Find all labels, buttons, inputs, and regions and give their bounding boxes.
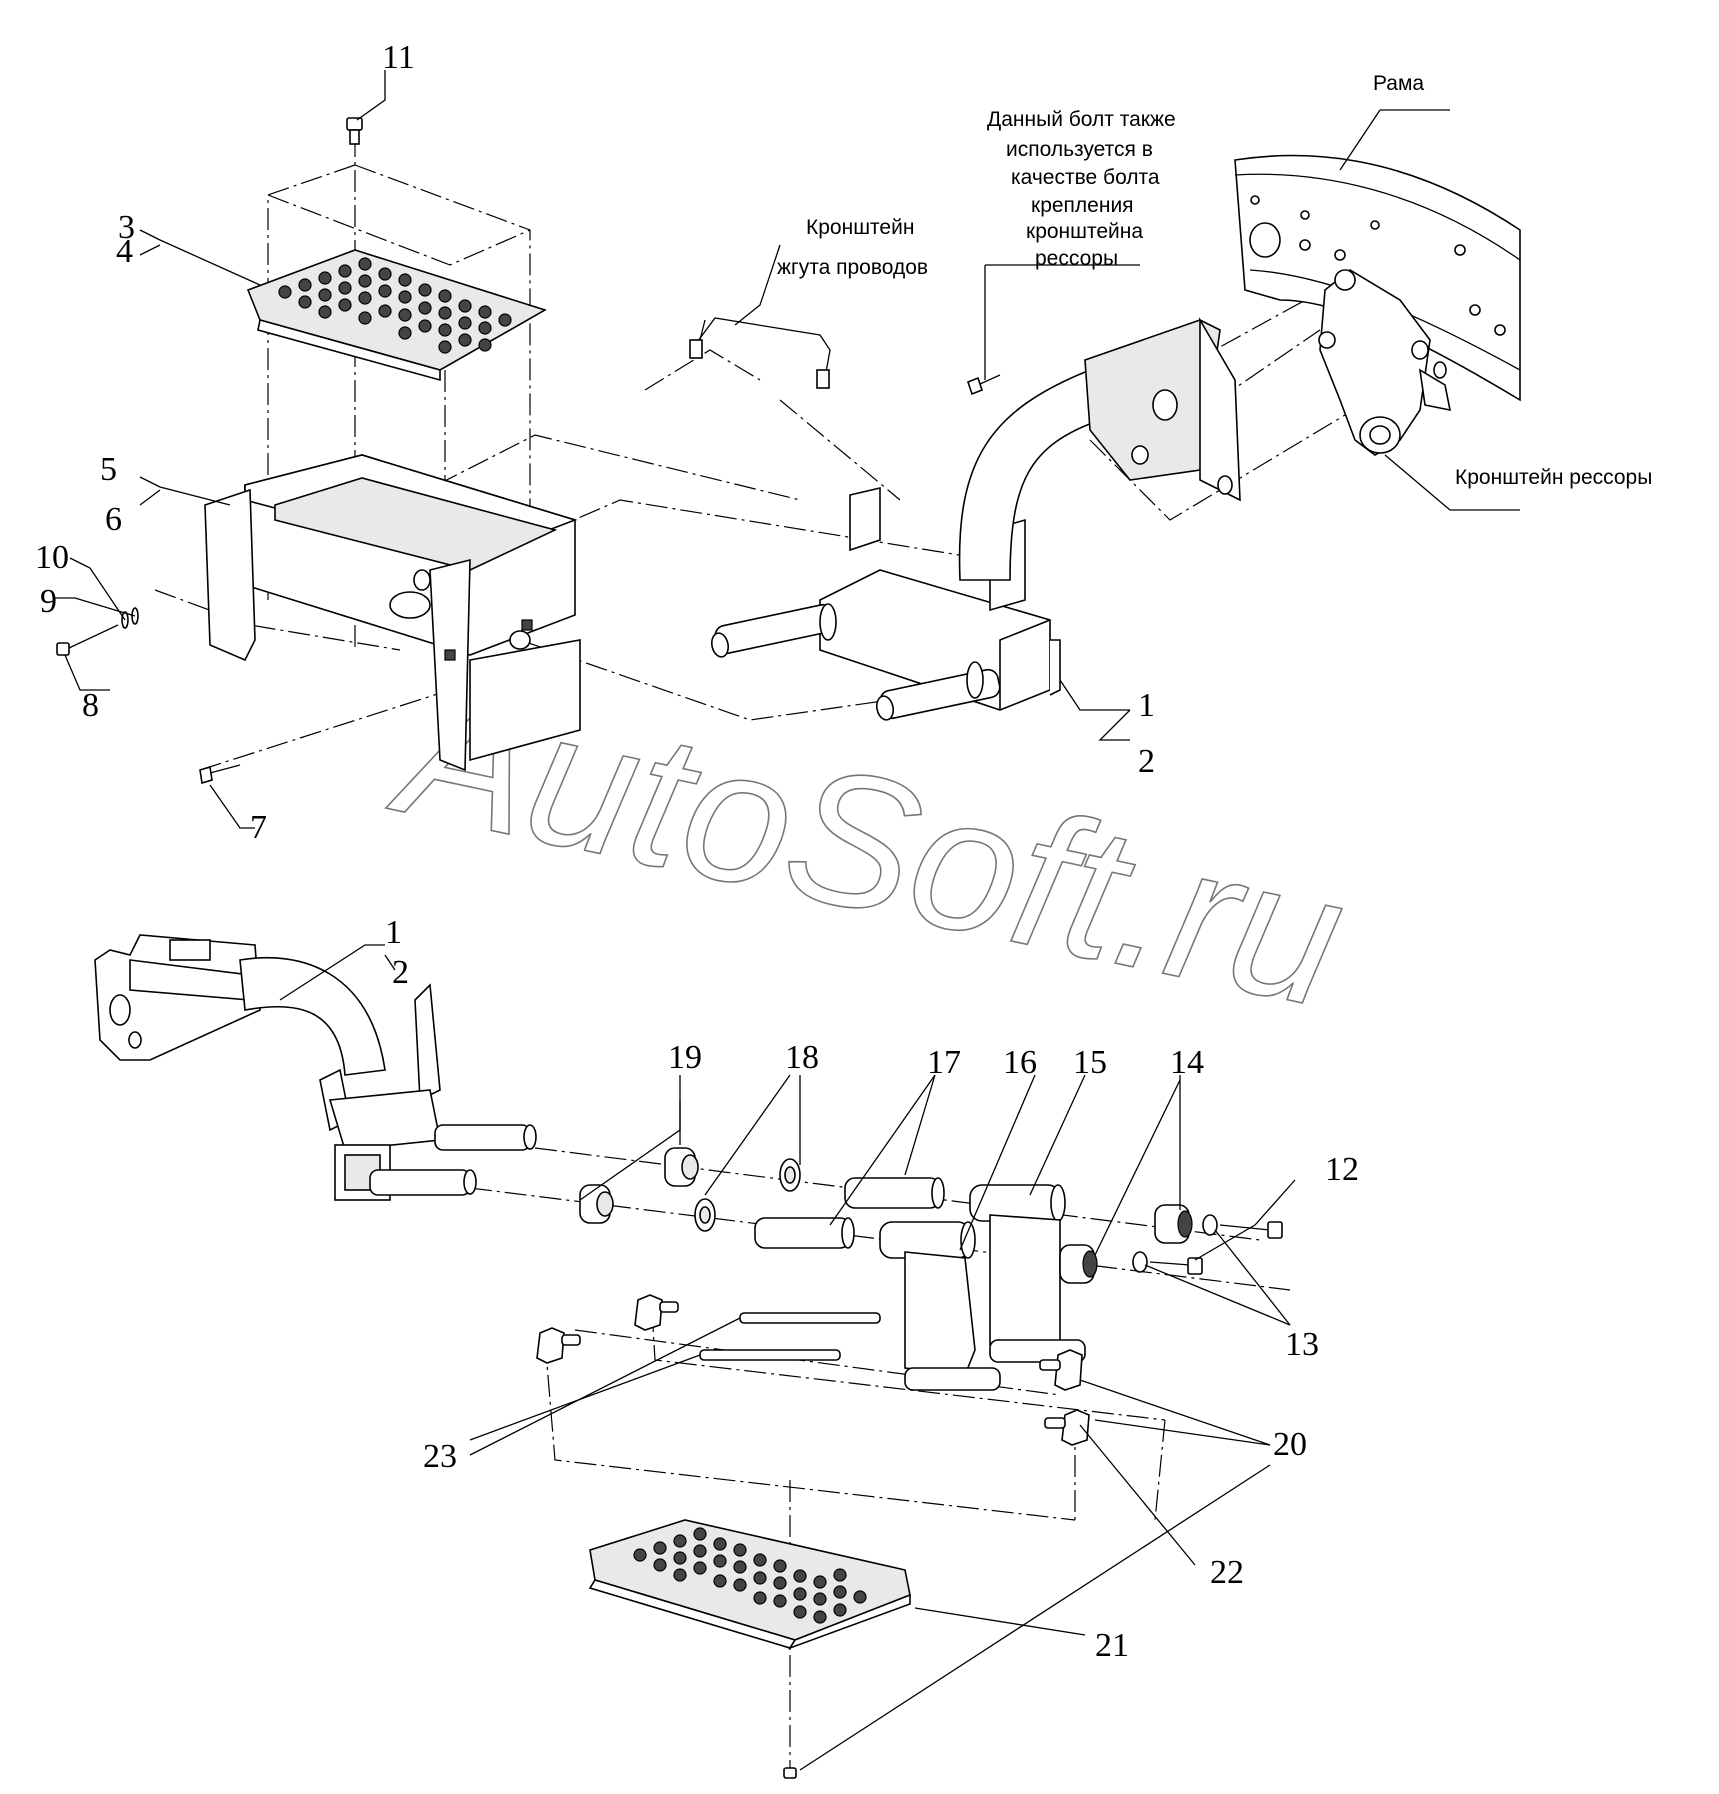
callout-10: 10: [35, 539, 69, 576]
spring-bracket: [1318, 269, 1452, 456]
callout-16: 16: [1003, 1044, 1037, 1081]
callout-2-upper: 2: [1138, 743, 1155, 780]
bolt-note-line-3: качестве болта: [1011, 166, 1160, 189]
lower-assembly: [94, 934, 1296, 1779]
callout-6: 6: [105, 501, 122, 538]
bolt-note-line-4: крепления: [1031, 194, 1134, 217]
callout-23: 23: [423, 1438, 457, 1475]
bolt-8-washers-9-10: [56, 607, 139, 656]
upper-leader-lines: [55, 70, 1520, 829]
callout-8: 8: [82, 687, 99, 724]
rubber-bushing-14: [1059, 1204, 1193, 1284]
callout-7: 7: [250, 809, 267, 846]
callout-17: 17: [927, 1044, 961, 1081]
frame-label: Рама: [1373, 72, 1424, 95]
callout-20: 20: [1273, 1426, 1307, 1463]
spring-bracket-bolt: [967, 374, 1001, 396]
callout-19: 19: [668, 1039, 702, 1076]
bolt-note-line-2: используется в: [1006, 138, 1153, 161]
bolt-note-line-5: кронштейна: [1026, 220, 1143, 243]
arm-16: [879, 1221, 1001, 1391]
callout-11: 11: [382, 39, 415, 76]
step-box: [204, 454, 581, 772]
callout-2-lower: 2: [392, 954, 409, 991]
text-notes: Рама Данный болт также используется в ка…: [777, 72, 1652, 489]
callout-1-lower: 1: [385, 914, 402, 951]
pin-23: [699, 1312, 881, 1361]
washer-13: [1132, 1214, 1218, 1273]
harness-bracket-label-line-1: Кронштейн: [806, 216, 914, 239]
spring-bracket-label: Кронштейн рессоры: [1455, 466, 1652, 489]
bolt-note-line-1: Данный болт также: [987, 108, 1176, 131]
bolt-12: [1149, 1221, 1283, 1275]
callout-14: 14: [1170, 1044, 1204, 1081]
frame-rail: [1234, 154, 1521, 402]
callout-5: 5: [100, 451, 117, 488]
washer-18: [694, 1158, 801, 1232]
callout-21: 21: [1095, 1627, 1129, 1664]
callout-9: 9: [40, 583, 57, 620]
wire-harness-bracket: [689, 317, 831, 389]
step-bracket-lower-view: [94, 934, 537, 1201]
step-bracket-1-2: [710, 317, 1241, 721]
callout-22: 22: [1210, 1554, 1244, 1591]
clevis-pin-20-22: [536, 1294, 1090, 1446]
callout-3: 3: [118, 209, 135, 246]
bolt-note-line-6: рессоры: [1035, 247, 1118, 270]
callout-4: 4: [116, 233, 133, 270]
bolt-7: [199, 764, 241, 785]
step-plate-lower: [588, 1519, 911, 1650]
callout-12: 12: [1325, 1151, 1359, 1188]
harness-bracket-label-line-2: жгута проводов: [777, 256, 928, 279]
step-plate-upper: [246, 249, 547, 382]
bolt-21-bottom: [783, 1767, 797, 1779]
bolt-11: [346, 117, 363, 145]
upper-assembly: [55, 70, 1521, 829]
callout-15: 15: [1073, 1044, 1107, 1081]
callout-18: 18: [785, 1039, 819, 1076]
callout-numbers: 11 3 4 5 6 10 9 8 7 1 2 1 2 19 18 17 16 …: [35, 39, 1359, 1664]
lower-leader-lines: [279, 944, 1296, 1771]
callout-13: 13: [1285, 1326, 1319, 1363]
callout-1-upper: 1: [1138, 687, 1155, 724]
sleeve-17: [754, 1177, 945, 1249]
